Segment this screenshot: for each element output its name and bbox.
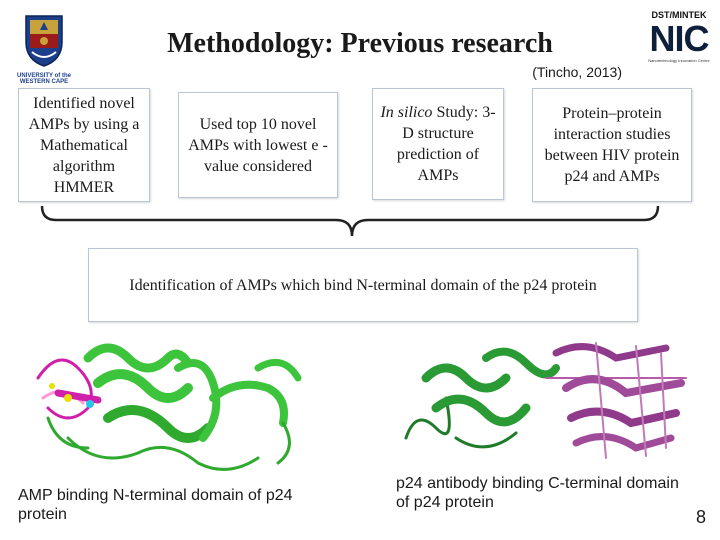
page-number: 8 xyxy=(695,507,706,527)
nic-logo: DST/MINTEK NIC Nanotechnology Innovation… xyxy=(640,10,718,80)
step-box-2: Used top 10 novel AMPs with lowest e -va… xyxy=(178,92,338,198)
step-4-text: Protein–protein interaction studies betw… xyxy=(544,105,680,185)
nic-logo-sub-text: Nanotechnology Innovation Centre xyxy=(648,58,710,63)
amp-p24-structure-image xyxy=(36,343,302,471)
right-figure-caption: p24 antibody binding C-terminal domain o… xyxy=(396,475,679,511)
uwc-logo-text-bottom: WESTERN CAPE xyxy=(19,79,69,85)
step-box-1: Identified novel AMPs by using a Mathema… xyxy=(18,88,150,202)
nic-logo-top-text: DST/MINTEK xyxy=(651,10,707,20)
step-3-italic: In silico xyxy=(380,104,433,121)
step-1-text: Identified novel AMPs by using a Mathema… xyxy=(28,94,140,196)
step-box-4: Protein–protein interaction studies betw… xyxy=(532,88,692,202)
nic-logo-mark: NIC xyxy=(649,18,710,59)
step-3-rest: Study: 3-D structure prediction of AMPs xyxy=(396,104,496,184)
result-box: Identification of AMPs which bind N-term… xyxy=(88,248,638,322)
antibody-p24-structure-image xyxy=(404,342,687,459)
uwc-logo-text-top: UNIVERSITY of the xyxy=(17,73,71,79)
citation: (Tincho, 2013) xyxy=(532,64,622,80)
step-3-text: In silico Study: 3-D structure predictio… xyxy=(377,102,499,186)
left-figure-caption: AMP binding N-terminal domain of p24 pro… xyxy=(18,487,293,523)
slide-title: Methodology: Previous research xyxy=(167,28,553,59)
uwc-logo: UNIVERSITY of the WESTERN CAPE xyxy=(6,12,82,85)
uwc-crest-icon xyxy=(25,15,63,67)
result-text: Identification of AMPs which bind N-term… xyxy=(129,276,597,294)
grouping-brace xyxy=(40,205,660,237)
step-box-3: In silico Study: 3-D structure predictio… xyxy=(372,88,504,200)
step-2-text: Used top 10 novel AMPs with lowest e -va… xyxy=(188,115,328,175)
